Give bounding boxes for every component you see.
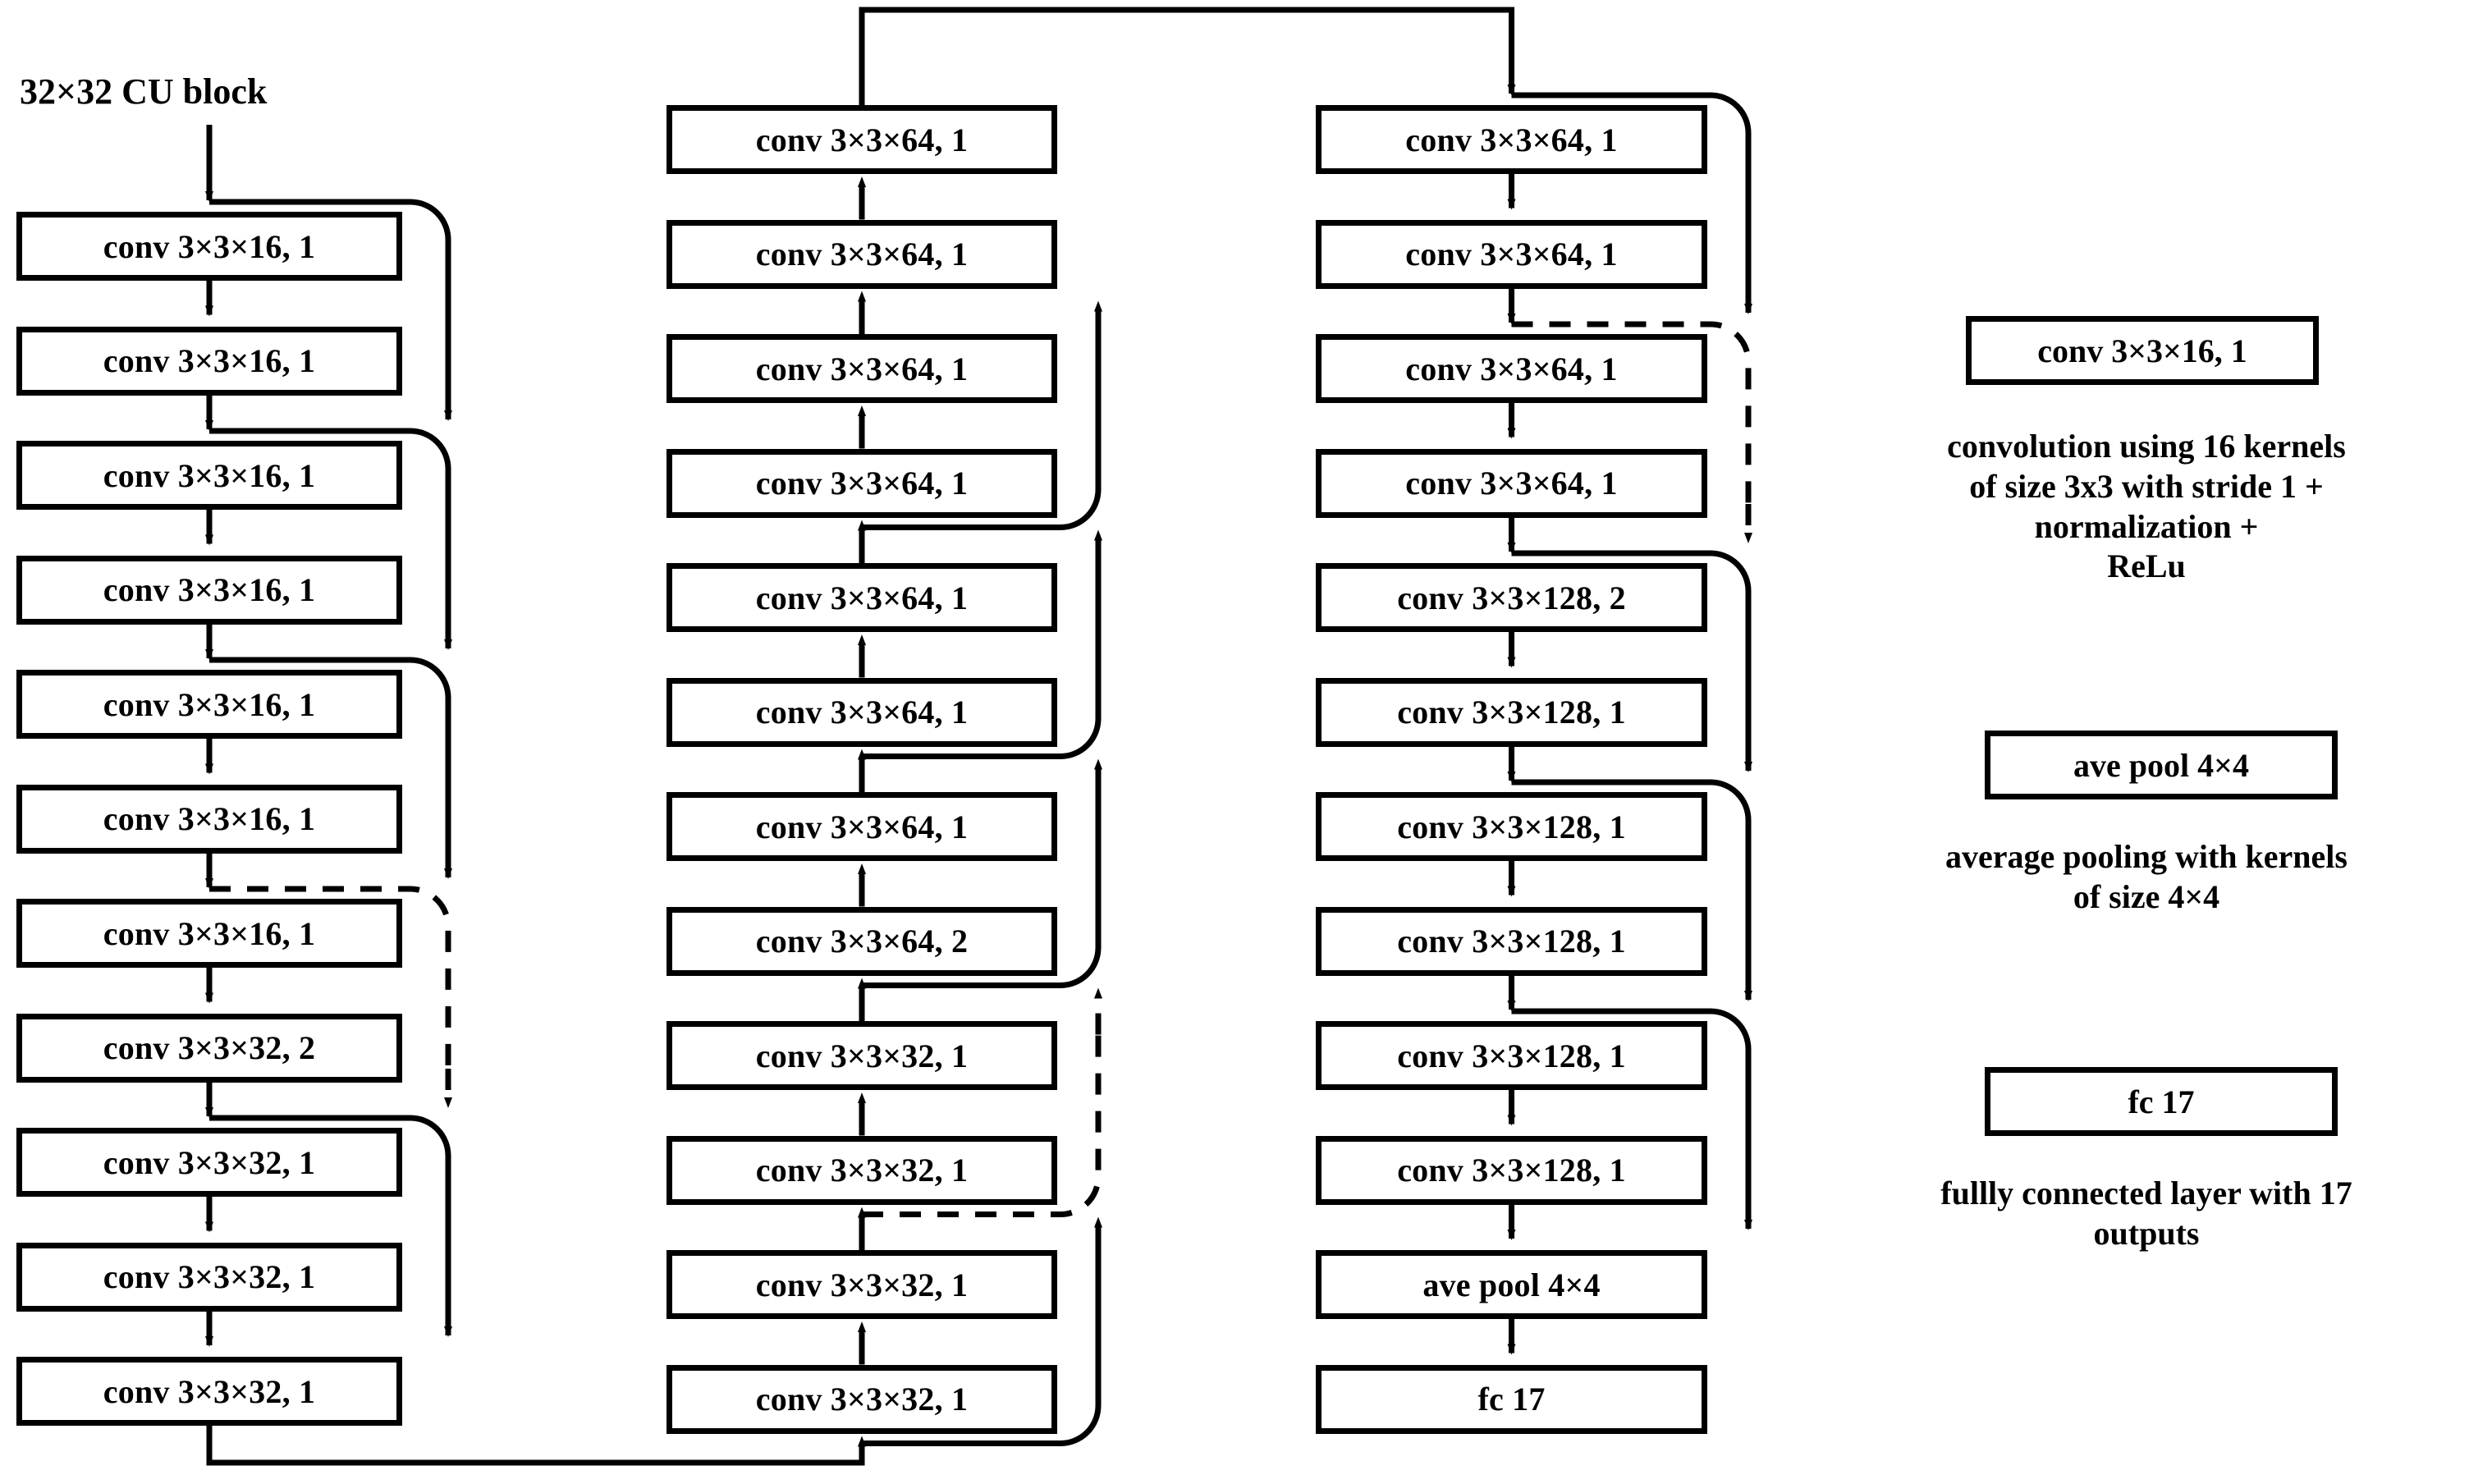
layer-box: conv 3×3×128, 1 [1316,677,1707,747]
layer-box: conv 3×3×128, 1 [1316,1135,1707,1205]
layer-box: conv 3×3×16, 1 [16,784,402,854]
layer-box: fc 17 [1316,1364,1707,1434]
layer-box: conv 3×3×32, 1 [16,1128,402,1197]
layer-box: conv 3×3×64, 1 [666,677,1057,747]
layer-box: conv 3×3×64, 1 [666,334,1057,403]
layer-box: conv 3×3×32, 1 [666,1364,1057,1434]
layer-box: conv 3×3×128, 1 [1316,792,1707,861]
layer-box: conv 3×3×128, 2 [1316,563,1707,632]
layer-box: conv 3×3×64, 1 [666,219,1057,289]
input-label: 32×32 CU block [20,71,268,112]
layer-box: conv 3×3×64, 1 [1316,219,1707,289]
layer-box: conv 3×3×16, 1 [16,212,402,281]
layer-box: conv 3×3×64, 1 [666,448,1057,518]
layer-box: conv 3×3×64, 1 [666,105,1057,174]
layer-box: conv 3×3×32, 2 [16,1013,402,1083]
legend-description: convolution using 16 kernels of size 3x3… [1947,428,2346,585]
layer-box: conv 3×3×32, 1 [666,1250,1057,1319]
layer-box: conv 3×3×32, 1 [666,1021,1057,1090]
legend-example-box: fc 17 [1985,1067,2338,1136]
legend-description: fullly connected layer with 17 outputs [1940,1175,2352,1252]
layer-box: conv 3×3×16, 1 [16,555,402,625]
layer-box: conv 3×3×128, 1 [1316,1021,1707,1090]
layer-box: conv 3×3×16, 1 [16,670,402,739]
layer-box: conv 3×3×16, 1 [16,326,402,396]
layer-box: conv 3×3×32, 1 [16,1357,402,1426]
layer-box: conv 3×3×32, 1 [16,1242,402,1312]
layer-box: ave pool 4×4 [1316,1250,1707,1319]
legend-example-box: ave pool 4×4 [1985,731,2338,799]
layer-box: conv 3×3×64, 1 [1316,334,1707,403]
layer-box: conv 3×3×64, 1 [1316,448,1707,518]
layer-box: conv 3×3×64, 2 [666,906,1057,976]
layer-box: conv 3×3×16, 1 [16,899,402,968]
layer-box: conv 3×3×32, 1 [666,1135,1057,1205]
legend-example-box: conv 3×3×16, 1 [1966,316,2319,385]
layer-box: conv 3×3×64, 1 [1316,105,1707,174]
layer-box: conv 3×3×64, 1 [666,563,1057,632]
layer-box: conv 3×3×64, 1 [666,792,1057,861]
legend-description: average pooling with kernels of size 4×4 [1945,838,2348,915]
layer-box: conv 3×3×128, 1 [1316,906,1707,976]
layer-box: conv 3×3×16, 1 [16,441,402,510]
